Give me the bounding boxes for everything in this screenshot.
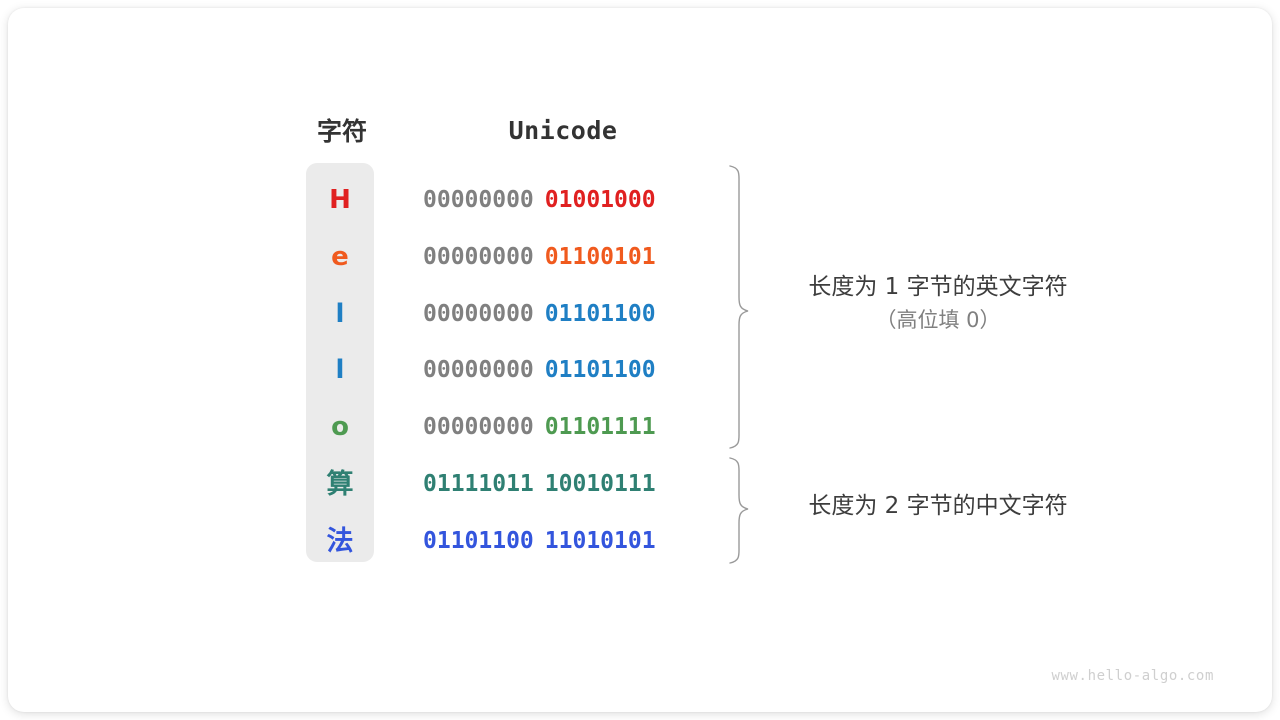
unicode-encoding-figure: 字符 Unicode H 00000000 01001000 e 00000000 011… bbox=[8, 8, 1272, 712]
high-byte: 00000000 bbox=[423, 414, 534, 441]
annotation-double-byte: 长度为 2 字节的中文字符 bbox=[768, 489, 1108, 523]
column-header-character: 字符 bbox=[316, 117, 367, 146]
encoding-row: o 00000000 01101111 bbox=[8, 399, 1272, 456]
character-column-background bbox=[306, 163, 374, 562]
low-byte: 11010101 bbox=[544, 527, 656, 554]
unicode-binary-value: 00000000 01101111 bbox=[423, 399, 703, 456]
character-glyph: l bbox=[335, 355, 345, 386]
high-byte: 00000000 bbox=[423, 300, 534, 327]
annotation-single-byte-line1: 长度为 1 字节的英文字符 bbox=[808, 274, 1068, 300]
encoding-row: H 00000000 01001000 bbox=[8, 172, 1272, 229]
low-byte: 01101111 bbox=[544, 414, 656, 441]
character-glyph: H bbox=[329, 185, 351, 215]
watermark: www.hello-algo.com bbox=[1051, 668, 1214, 684]
annotation-single-byte: 长度为 1 字节的英文字符 （高位填 0） bbox=[768, 270, 1108, 336]
unicode-binary-value: 00000000 01100101 bbox=[423, 229, 703, 286]
unicode-binary-value: 00000000 01101100 bbox=[423, 342, 703, 399]
encoding-row: l 00000000 01101100 bbox=[8, 342, 1272, 399]
character-glyph: 法 bbox=[326, 525, 354, 557]
encoding-rows: H 00000000 01001000 e 00000000 01100101 l 00000… bbox=[8, 8, 1272, 712]
column-header-unicode: Unicode bbox=[508, 116, 618, 145]
unicode-binary-value: 00000000 01001000 bbox=[423, 172, 703, 229]
high-byte: 01101100 bbox=[423, 527, 534, 554]
encoding-row: 法 01101100 11010101 bbox=[8, 513, 1272, 570]
unicode-binary-value: 01101100 11010101 bbox=[423, 513, 703, 570]
low-byte: 01001000 bbox=[544, 187, 656, 213]
low-byte: 01101100 bbox=[544, 300, 656, 327]
encoding-row: l 00000000 01101100 bbox=[8, 286, 1272, 343]
annotation-single-byte-line2: （高位填 0） bbox=[875, 308, 1001, 332]
high-byte: 01111011 bbox=[423, 471, 534, 497]
annotation-double-byte-line1: 长度为 2 字节的中文字符 bbox=[808, 493, 1068, 519]
high-byte: 00000000 bbox=[423, 243, 534, 270]
figure-card: 字符 Unicode H 00000000 01001000 e 00000000 011… bbox=[8, 8, 1272, 712]
low-byte: 01100101 bbox=[544, 243, 656, 270]
low-byte: 10010111 bbox=[544, 471, 656, 497]
unicode-binary-value: 01111011 10010111 bbox=[423, 456, 703, 513]
high-byte: 00000000 bbox=[423, 187, 534, 213]
character-glyph: 算 bbox=[326, 469, 354, 500]
unicode-binary-value: 00000000 01101100 bbox=[423, 286, 703, 343]
encoding-row: e 00000000 01100101 bbox=[8, 229, 1272, 286]
high-byte: 00000000 bbox=[423, 357, 534, 384]
character-glyph: l bbox=[335, 298, 345, 329]
low-byte: 01101100 bbox=[544, 357, 656, 384]
character-glyph: e bbox=[331, 241, 349, 272]
encoding-row: 算 01111011 10010111 bbox=[8, 456, 1272, 513]
character-glyph: o bbox=[331, 412, 349, 443]
